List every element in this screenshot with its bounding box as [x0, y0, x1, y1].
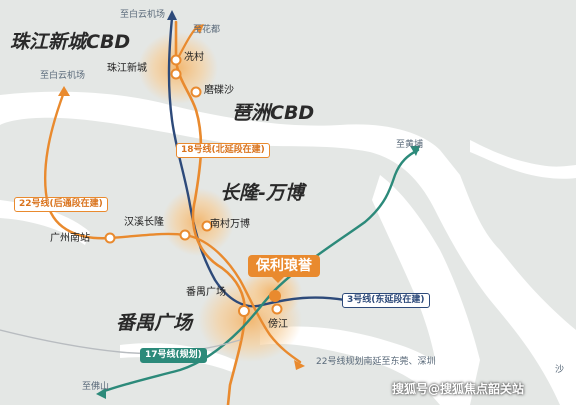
cbd-label-panyu: 番禺广场: [116, 312, 193, 334]
cbd-label-changlong: 长隆-万博: [220, 182, 304, 204]
direction-east-partial: 沙: [555, 365, 565, 375]
direction-foshan: 至佛山: [82, 382, 110, 392]
station-dot-hanxi: [179, 229, 191, 241]
station-label-modiesha: 磨碟沙: [204, 85, 234, 96]
station-dot-pangjiang: [271, 303, 283, 315]
cbd-label-pazhou: 琶洲CBD: [232, 102, 315, 124]
station-dot-modiesha: [190, 86, 202, 98]
station-label-panyu-guangchang: 番禺广场: [186, 287, 226, 298]
cbd-label-zhujiang: 珠江新城CBD: [10, 31, 131, 53]
project-label: 保利琅誉: [248, 255, 320, 283]
line-tag-3: 3号线(东延段在建): [342, 293, 430, 308]
metro-line-18: [174, 20, 247, 405]
metro-line-huadu-branch: [176, 26, 198, 60]
station-dot-xiancun: [170, 54, 182, 66]
station-dot-nancun: [201, 220, 213, 232]
direction-huadu: 至花都: [193, 25, 221, 35]
station-label-guangzhou-nanzhan: 广州南站: [50, 233, 90, 244]
line-tag-18: 18号线(北延段在建): [176, 143, 270, 158]
station-label-nancun-wanbo: 南村万博: [210, 219, 250, 230]
direction-arrows: [58, 10, 420, 399]
line-tag-22: 22号线(后通段在建): [14, 197, 108, 212]
station-dots: [104, 54, 283, 317]
direction-line22-south: 22号线规划南延至东莞、深圳: [316, 357, 436, 367]
station-dot-zhujiang: [170, 68, 182, 80]
station-dot-guangzhou-south: [104, 232, 116, 244]
project-location-marker: [269, 290, 281, 302]
direction-baiyun-left: 至白云机场: [40, 71, 86, 81]
station-label-hanxi-changlong: 汉溪长隆: [124, 217, 164, 228]
station-label-zhujiang-xincheng: 珠江新城: [107, 63, 147, 74]
direction-huangpu: 至黄埔: [396, 140, 424, 150]
direction-baiyun-top: 至白云机场: [120, 10, 166, 20]
line-tag-17: 17号线(规划): [140, 348, 207, 363]
station-dot-panyu: [238, 305, 250, 317]
watermark: 搜狐号@搜狐焦点韶关站: [392, 382, 525, 396]
station-label-xiancun: 冼村: [184, 52, 204, 63]
station-label-pangjiang: 傍江: [268, 319, 288, 330]
metro-line-22: [43, 90, 302, 364]
